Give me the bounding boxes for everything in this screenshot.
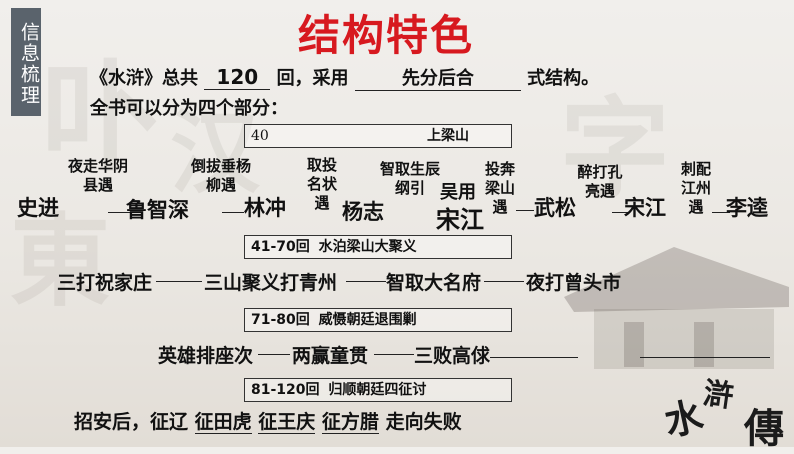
background-house-icon bbox=[564, 247, 789, 369]
line4-item: 征方腊 bbox=[321, 411, 379, 434]
hero-name: 鲁智深 bbox=[126, 198, 189, 222]
intro-suffix: 式结构。 bbox=[527, 68, 600, 89]
connector-dash bbox=[346, 281, 386, 282]
connector-dash bbox=[612, 212, 630, 213]
battle-item: 三山聚义打青州 bbox=[204, 272, 338, 294]
part2-range: 41-70回 bbox=[251, 239, 310, 255]
line4-item: 征田虎 bbox=[194, 411, 252, 434]
hero-name: 史进 bbox=[17, 196, 59, 220]
hero-name: 宋江 bbox=[436, 206, 484, 234]
background-hanzi: 東 bbox=[10, 202, 110, 320]
background-hanzi: 汉 bbox=[170, 100, 260, 206]
battle-item: 三打祝家庄 bbox=[57, 272, 153, 294]
battle-item: 夜打曾头市 bbox=[526, 272, 622, 294]
battle-item: 智取大名府 bbox=[386, 272, 482, 294]
connector-dash bbox=[712, 212, 730, 213]
hero-name: 武松 bbox=[534, 196, 576, 220]
part3-range: 71-80回 bbox=[251, 312, 310, 328]
part4-range: 81-120回 bbox=[251, 382, 320, 398]
intro-prefix: 《水浒》总共 bbox=[90, 68, 198, 89]
empty-blank bbox=[640, 357, 770, 358]
connector-dash bbox=[374, 354, 414, 355]
connector-dash bbox=[258, 354, 290, 355]
event-label: 投奔梁山遇 bbox=[484, 160, 515, 216]
part4-topic: 归顺朝廷四征讨 bbox=[328, 382, 427, 398]
line3-item: 英雄排座次 bbox=[158, 345, 254, 367]
part1-topic: 上梁山 bbox=[427, 128, 469, 144]
part1-range: 40 bbox=[251, 128, 269, 144]
event-label: 醉打孔亮遇 bbox=[577, 163, 623, 200]
empty-blank bbox=[490, 357, 578, 358]
calligraphy-logo: 水 bbox=[660, 392, 707, 445]
part2-topic: 水泊梁山大聚义 bbox=[318, 239, 417, 255]
connector-dash bbox=[484, 281, 524, 282]
line3-item: 三败高俅 bbox=[414, 345, 491, 367]
part4-box: 81-120回 归顺朝廷四征讨 bbox=[244, 378, 512, 402]
intro-mid: 回，采用 bbox=[276, 68, 349, 89]
background-hanzi: 卟 bbox=[40, 47, 160, 188]
side-label: 信息梳理 bbox=[11, 8, 41, 116]
intro-line: 《水浒》总共 120 回，采用 先分后合 式结构。 bbox=[90, 64, 599, 91]
hero-name: 杨志 bbox=[342, 200, 384, 224]
method-blank: 先分后合 bbox=[354, 64, 521, 91]
event-label: 取投名状遇 bbox=[306, 156, 337, 212]
part1-box: 40 上梁山 bbox=[244, 124, 512, 148]
connector-dash bbox=[516, 210, 534, 211]
event-label: 吴用 bbox=[440, 182, 476, 203]
intro-line-2: 全书可以分为四个部分： bbox=[90, 98, 288, 119]
calligraphy-logo: 滸 bbox=[701, 376, 736, 415]
event-label: 倒拔垂杨柳遇 bbox=[190, 157, 251, 194]
event-label: 智取生辰纲引 bbox=[380, 160, 441, 197]
event-label: 夜走华阴县遇 bbox=[67, 157, 128, 194]
part2-box: 41-70回 水泊梁山大聚义 bbox=[244, 235, 512, 259]
part3-box: 71-80回 威慑朝廷退围剿 bbox=[244, 308, 512, 332]
line4-item: 走向失败 bbox=[385, 411, 462, 433]
hero-name: 宋江 bbox=[624, 196, 666, 220]
count-blank: 120 bbox=[204, 65, 271, 90]
background-hanzi: 字 bbox=[560, 85, 670, 214]
line4-item: 招安后，征辽 bbox=[74, 411, 189, 433]
line4-item: 征王庆 bbox=[258, 411, 316, 434]
connector-dash bbox=[108, 212, 132, 213]
page-title: 结构特色 bbox=[298, 11, 475, 60]
line3-item: 两赢童贯 bbox=[292, 345, 369, 367]
part3-topic: 威慑朝廷退围剿 bbox=[318, 312, 417, 328]
hero-name: 林冲 bbox=[244, 196, 286, 220]
connector-dash bbox=[156, 281, 202, 282]
line4-text: 招安后，征辽 征田虎 征王庆 征方腊 走向失败 bbox=[74, 407, 462, 434]
connector-dash bbox=[222, 212, 244, 213]
event-label: 刺配江州遇 bbox=[680, 160, 711, 216]
hero-name: 李逵 bbox=[726, 196, 768, 220]
calligraphy-logo: 傳 bbox=[744, 405, 784, 452]
